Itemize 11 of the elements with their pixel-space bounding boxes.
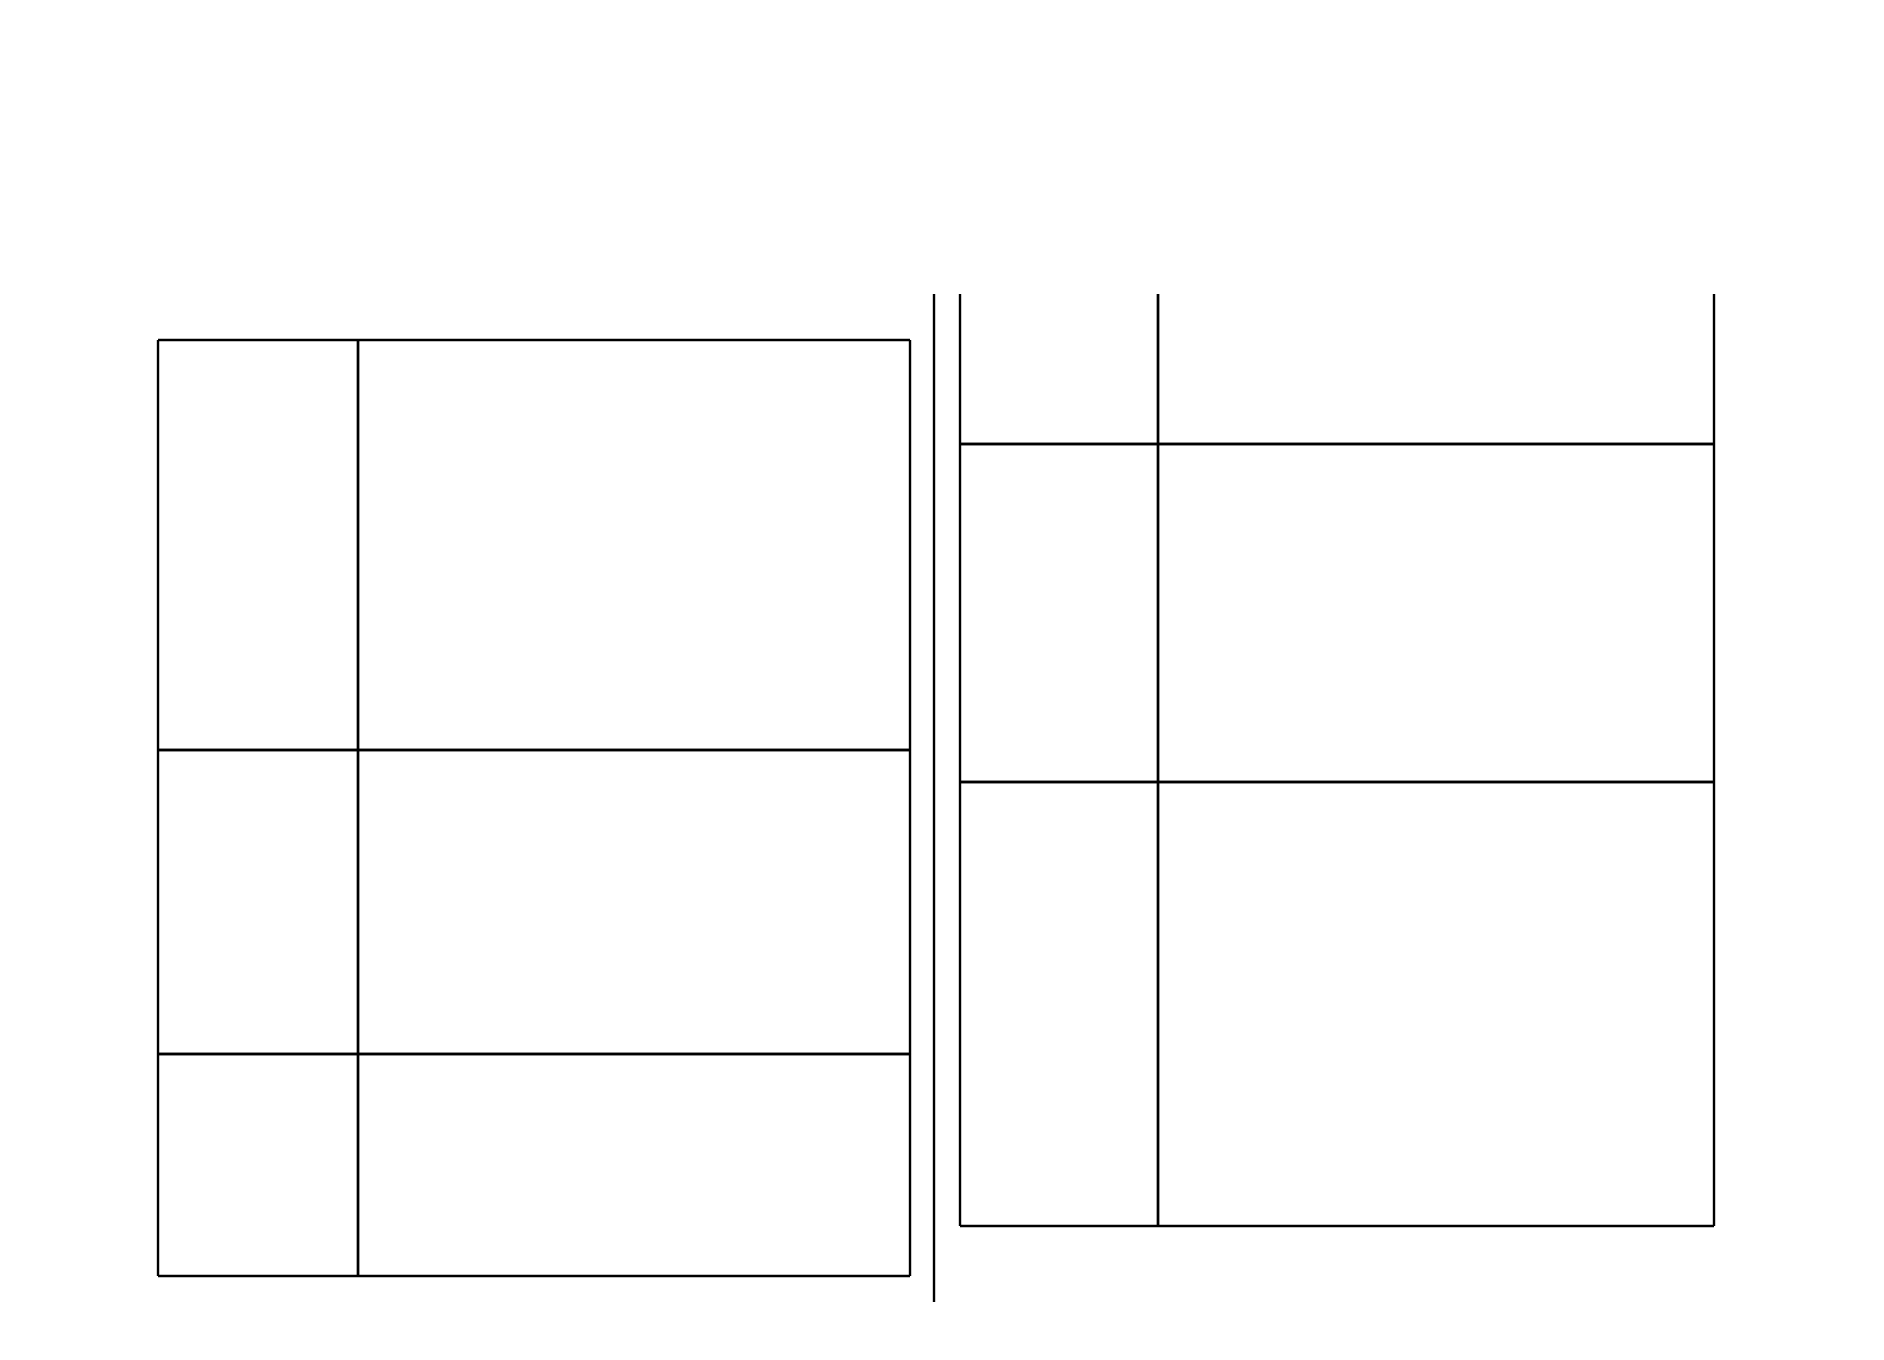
table-cell: [958, 780, 1160, 1228]
table-cell: [958, 442, 1160, 784]
table-cell: [1156, 780, 1716, 1228]
table-cell: [1156, 292, 1716, 446]
table-cell: [156, 748, 360, 1056]
table-cell: [356, 338, 912, 752]
table-cell: [156, 338, 360, 752]
table-cell: [156, 1052, 360, 1278]
table-cell: [356, 748, 912, 1056]
table-cell: [356, 1052, 912, 1278]
table-cell: [1156, 442, 1716, 784]
